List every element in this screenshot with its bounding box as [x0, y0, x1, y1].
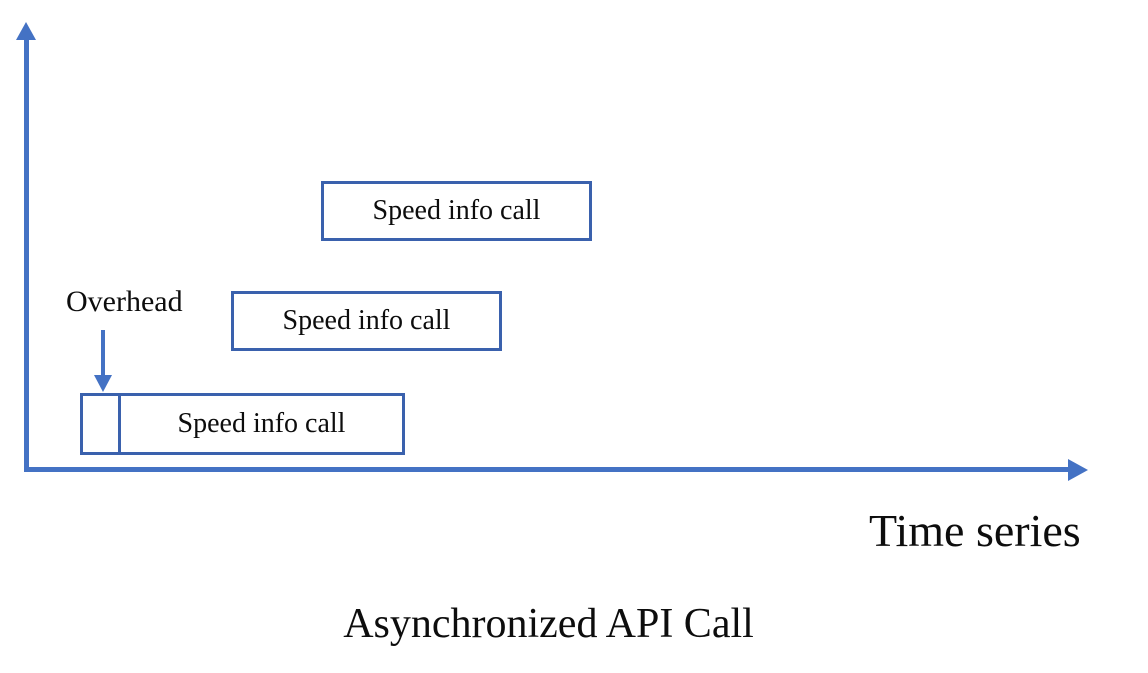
task-bar-top-label: Speed info call — [372, 195, 541, 226]
task-bar-bottom[interactable]: Speed info call — [80, 393, 405, 455]
time-axis-caption: Time series — [869, 505, 1081, 556]
overhead-annotation-label: Overhead — [66, 285, 183, 318]
overhead-arrow-head-icon — [94, 375, 112, 392]
task-bar-middle[interactable]: Speed info call — [231, 291, 502, 351]
time-axis-arrowhead-icon — [1068, 459, 1088, 481]
vertical-axis-line — [24, 38, 29, 472]
figure-title: Asynchronized API Call — [343, 601, 754, 647]
overhead-segment — [83, 396, 121, 452]
vertical-axis-arrowhead-icon — [16, 22, 36, 40]
task-bar-bottom-label: Speed info call — [177, 408, 346, 439]
overhead-arrow-shaft — [101, 330, 105, 378]
task-bar-top[interactable]: Speed info call — [321, 181, 592, 241]
task-bar-middle-label: Speed info call — [282, 305, 451, 336]
time-axis-line — [24, 467, 1074, 472]
task-bar-bottom-body: Speed info call — [121, 396, 402, 452]
